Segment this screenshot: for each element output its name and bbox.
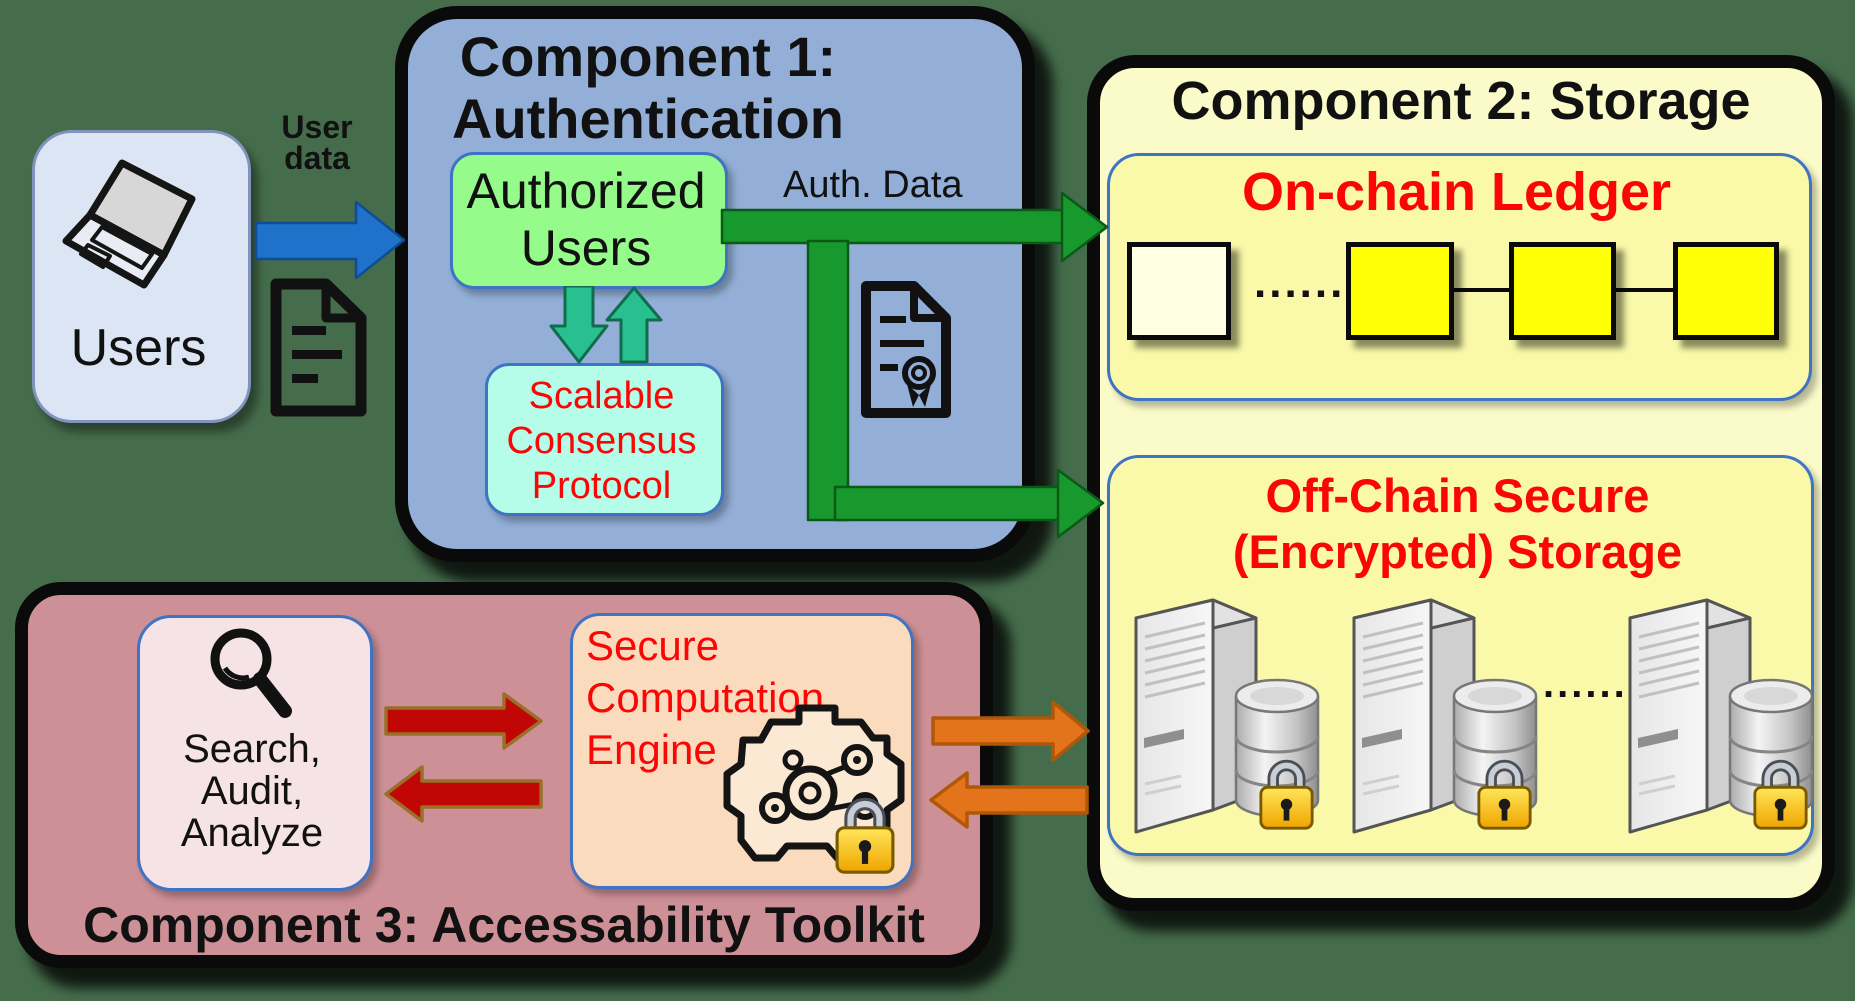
component1-title: Component 1: Authentication [452, 25, 844, 150]
ledger-block [1509, 242, 1616, 340]
ledger-chain-link [1615, 288, 1673, 292]
server-database-icon [1336, 588, 1551, 848]
user-data-label: User data [281, 109, 353, 176]
component3-title: Component 3: Accessability Toolkit [83, 897, 925, 953]
certificate-icon [861, 281, 951, 418]
servers-ellipsis: ...... [1543, 662, 1628, 706]
auth-data-flow-arrow [720, 191, 1109, 539]
padlock-icon [834, 793, 896, 877]
server-database-icon [1118, 588, 1333, 848]
scalable-consensus-label: Scalable Consensus Protocol [506, 375, 697, 507]
secure-computation-engine-label: Secure Computation Engine [586, 622, 825, 773]
ledger-block [1673, 242, 1779, 340]
user-data-arrow [254, 200, 406, 280]
ledger-block-genesis [1127, 242, 1231, 340]
ledger-chain-link [1454, 288, 1509, 292]
component2-title: Component 2: Storage [1171, 71, 1751, 131]
search-engine-arrows [384, 692, 543, 823]
auth-data-label: Auth. Data [783, 164, 963, 206]
authorized-users-label: Authorized Users [466, 163, 706, 276]
search-magnifier-icon [210, 628, 292, 718]
search-audit-analyze-box [137, 615, 373, 891]
ledger-block [1346, 242, 1454, 340]
consensus-exchange-arrows [549, 286, 663, 364]
search-audit-analyze-label: Search, Audit, Analyze [180, 727, 324, 855]
users-label: Users [70, 319, 207, 377]
ledger-ellipsis: ...... [1254, 258, 1346, 307]
server-database-icon [1612, 588, 1827, 848]
scalable-consensus-box [485, 363, 724, 516]
laptop-icon [62, 159, 196, 289]
engine-icon [723, 704, 905, 862]
engine-storage-arrows [929, 700, 1090, 829]
onchain-ledger-title: On-chain Ledger [1241, 162, 1672, 222]
offchain-storage-title: Off-Chain Secure (Encrypted) Storage [1232, 469, 1683, 578]
document-icon [270, 278, 367, 417]
